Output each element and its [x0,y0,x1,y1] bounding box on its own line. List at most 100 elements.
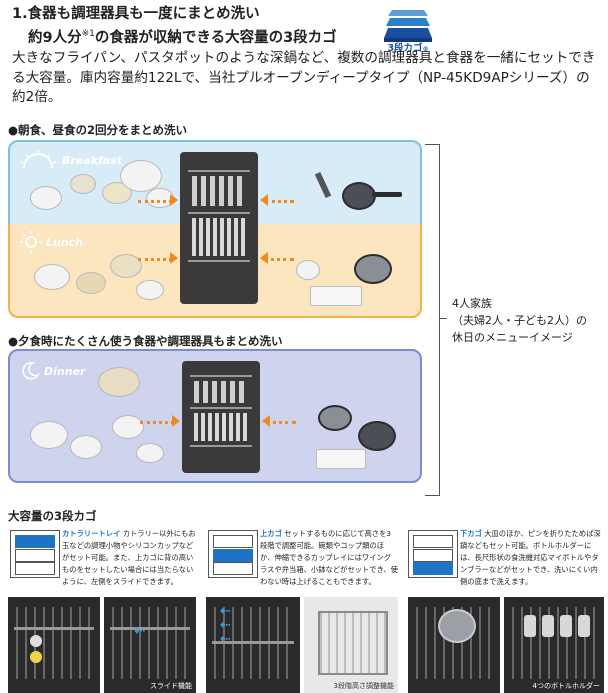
lower-basket-diagram [408,530,458,578]
photo-cutlery-tray [8,597,100,693]
photo-slide: ⇠ スライド機能 [104,597,196,693]
caption-bottle: 4つのボトルホルダー [532,682,600,690]
rack [188,212,250,214]
diagram-tier-middle [413,549,453,562]
cutlery-tray-name: カトラリートレイ [62,529,121,538]
arrow-head [170,252,178,264]
arrow [266,421,296,424]
pan-handle [372,192,402,197]
breakfast-lunch-illustration: Breakfast Lunch [8,140,422,320]
arrow-head [262,415,270,427]
plate [296,260,320,280]
dinner-label: Dinner [44,365,86,378]
ball-icon [30,635,42,647]
plate [30,186,62,210]
moon-icon [22,362,40,380]
plate [70,435,102,459]
diagram-tier-top [15,535,55,548]
badge-label: 3段カゴ [387,43,423,54]
pot [354,254,392,284]
rack-diagram [318,611,388,675]
rack-grid [112,607,188,679]
rack-bar [110,627,190,630]
arrow [264,258,294,261]
photo-upper-basket: ⇠⇠⇠ [206,597,300,693]
photo-lower-basket [408,597,500,693]
basket-icon [384,10,432,42]
upper-basket-diagram [208,530,258,578]
bracket [425,144,440,496]
diagram-tier-top [413,535,453,548]
lunch-label: Lunch [46,236,84,249]
arrow [138,200,172,203]
arrow-head [170,194,178,206]
dishwasher-image [182,361,260,473]
dish-stack [194,381,248,403]
diagram-tier-bottom [413,562,453,575]
footnote-mark: ※1 [81,29,95,39]
slide-arrow-icon: ⇠ [134,623,146,639]
family-note-line-3: 休日のメニューイメージ [452,331,573,344]
sunrise-icon [19,150,57,169]
rack [190,445,252,447]
arrow-head [260,252,268,264]
diagram-tier-middle [15,549,55,562]
lower-basket-text: 大皿のほか、ピンを折りたためば深鍋などもセット可能。ボトルホルダーには、長尺形状… [460,529,601,586]
section-breakfast-lunch-title: ●朝食、昼食の2回分をまとめ洗い [8,123,188,137]
arrow [264,200,294,203]
plate [110,254,142,278]
arrow [140,421,174,424]
diagram-tier-top [213,535,253,548]
bottle-image [524,615,536,637]
dish-stack [192,218,246,256]
arrow-head [260,194,268,206]
arrow-head [172,415,180,427]
frying-pan [342,182,376,210]
family-note: 4人家族 （夫婦2人・子ども2人）の 休日のメニューイメージ [452,295,587,346]
three-tier-basket-badge: 3段カゴ® [382,6,434,56]
lower-basket-description: 下カゴ 大皿のほか、ピンを折りたためば深鍋などもセット可能。ボトルホルダーには、… [460,528,604,588]
cutting-board [310,286,362,306]
dish-stack [192,176,246,206]
rack-bar [212,641,294,644]
heading-line-2-a: 約9人分 [28,29,82,46]
lower-basket-name: 下カゴ [460,529,482,538]
plate [102,182,132,204]
frying-pan [358,421,396,451]
plate [34,264,70,290]
cutlery-tray-text: カトラリー以外にもお玉などの調理小物やシリコンカップなどがセット可能。また、上カ… [62,529,196,586]
intro-paragraph: 大きなフライパン、パスタポットのような深鍋など、複数の調理器具と食器を一緒にセッ… [12,50,596,105]
plate [136,443,164,463]
rack [190,375,252,377]
adjust-arrow-icon: ⇠⇠⇠ [220,604,231,647]
photo-height-adjust: 3段階高さ調整機能 [304,597,398,693]
caption-height: 3段階高さ調整機能 [333,682,394,690]
heading-line-1: 1.食器も調理器具も一度にまとめ洗い [12,6,260,22]
diagram-tier-middle [213,549,253,562]
dish-stack [194,413,248,441]
rack-bar [14,627,94,630]
breakfast-label: Breakfast [62,154,123,167]
upper-basket-description: 上カゴ セットするものに応じて高さを3段階で調整可能。碗類やコップ類のほか、伸縮… [260,528,398,588]
caption-slide: スライド機能 [150,682,192,690]
rack [188,170,250,172]
badge-reg: ® [422,46,429,53]
heading-line-2: 約9人分※1の食器が収納できる大容量の3段カゴ [28,24,337,48]
section-dinner-title: ●夕食時にたくさん使う食器や調理器具もまとめ洗い [8,334,283,348]
plate [76,272,106,294]
heading-line-2-b: の食器が収納できる大容量の3段カゴ [94,29,337,46]
bottle-image [560,615,572,637]
diagram-tier-bottom [15,562,55,575]
dishwasher-image [180,152,258,304]
pot-image [438,609,476,643]
turner [314,171,332,199]
arrow [138,258,172,261]
rack-grid [16,607,92,679]
upper-basket-text: セットするものに応じて高さを3段階で調整可能。碗類やコップ類のほか、伸縮できるカ… [260,529,398,586]
photo-bottle-holder: 4つのボトルホルダー [504,597,604,693]
rack [190,407,252,409]
diagram-tier-bottom [213,562,253,575]
capacity-title: 大容量の3段カゴ [8,509,97,523]
cutlery-tray-diagram [10,530,60,578]
plate [112,415,144,439]
